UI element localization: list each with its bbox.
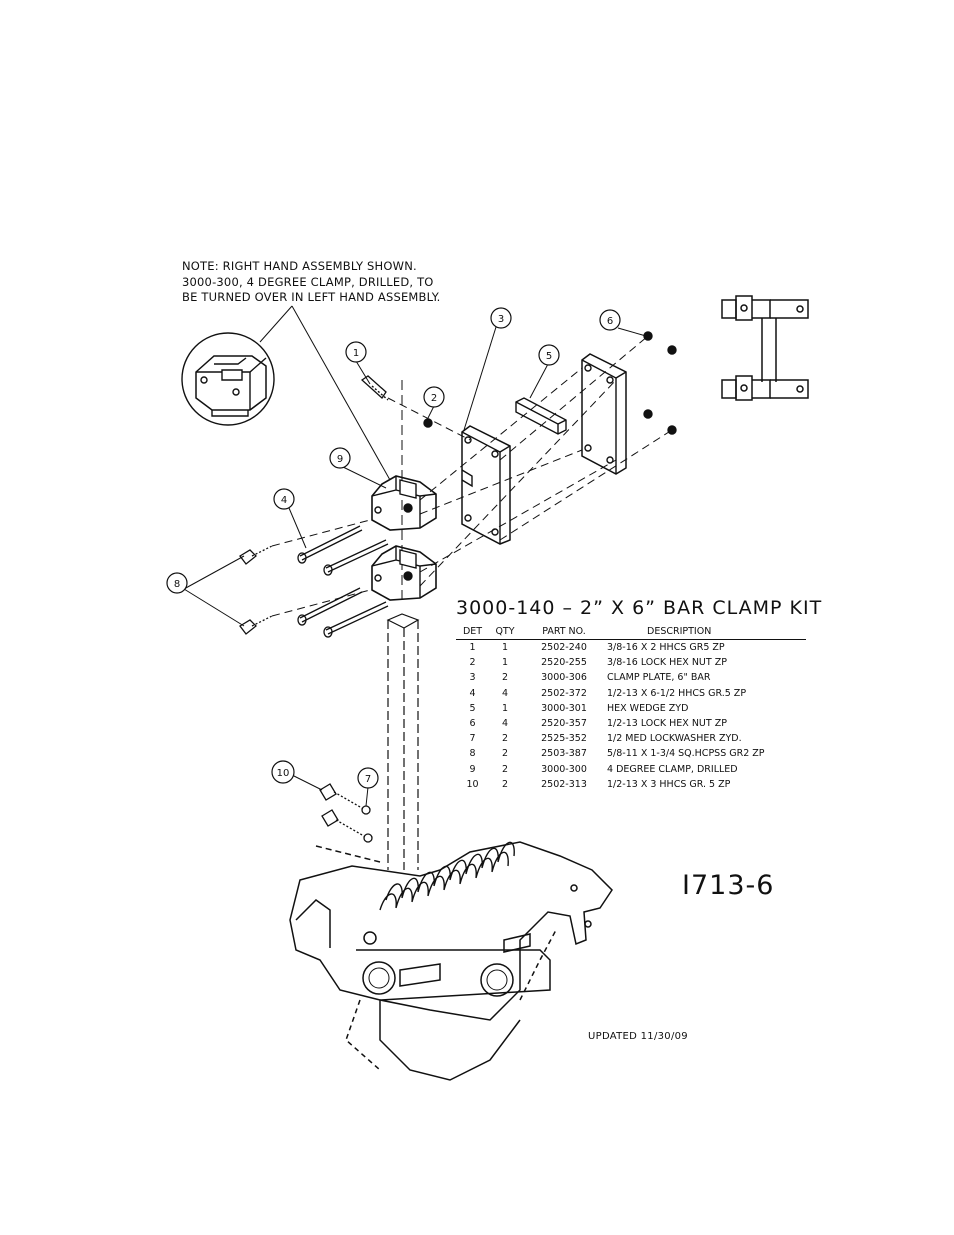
col-header-qty: QTY [489, 626, 521, 640]
balloon-9: 9 [337, 454, 343, 465]
note-leader [259, 305, 293, 343]
bolt-1 [360, 375, 389, 401]
hex-wedge [515, 397, 567, 435]
clamp-plate-front [461, 425, 511, 545]
cell-qty: 2 [501, 778, 509, 790]
table-row: 6 4 2520-357 1/2-13 LOCK HEX NUT ZP [456, 716, 806, 731]
cell-description: 4 DEGREE CLAMP, DRILLED [607, 763, 738, 775]
long-bolts [297, 525, 389, 638]
balloon-leaders [183, 326, 647, 807]
square-head-bolts [239, 545, 273, 635]
table-row: 8 2 2503-387 5/8-11 X 1-3/4 SQ.HCPSS GR2 ZP [456, 746, 806, 761]
cell-det: 8 [469, 748, 476, 760]
hex-nut-2 [423, 418, 433, 428]
table-row: 3 2 3000-306 CLAMP PLATE, 6" BAR [456, 670, 806, 685]
table-row: 2 1 2520-255 3/8-16 LOCK HEX NUT ZP [456, 655, 806, 670]
cell-description: CLAMP PLATE, 6" BAR [607, 672, 711, 684]
drawing-number: I713-6 [682, 870, 775, 901]
cell-det: 9 [469, 763, 476, 775]
cell-det: 10 [466, 778, 479, 790]
kit-title: 3000-140 – 2” X 6” BAR CLAMP KIT [456, 597, 823, 619]
clamp-lower [371, 545, 437, 601]
cell-part-no: 2503-387 [541, 748, 587, 760]
cell-qty: 2 [501, 733, 509, 745]
cell-det: 5 [469, 702, 476, 714]
col-header-part-no: PART NO. [521, 626, 607, 640]
parts-table: DET QTY PART NO. DESCRIPTION 1 1 2502-240 3… [456, 626, 806, 792]
cell-description: HEX WEDGE ZYD [607, 702, 689, 714]
cell-det: 3 [469, 672, 476, 684]
note-line: 3000-300, 4 DEGREE CLAMP, DRILLED, TO [182, 274, 434, 289]
cell-part-no: 2502-240 [541, 642, 587, 654]
col-header-det: DET [456, 626, 489, 640]
note-line: BE TURNED OVER IN LEFT HAND ASSEMBLY. [182, 290, 441, 304]
note-line: NOTE: RIGHT HAND ASSEMBLY SHOWN. [182, 259, 417, 273]
balloon-6: 6 [607, 316, 613, 327]
assembly-note: NOTE: RIGHT HAND ASSEMBLY SHOWN. 3000-30… [182, 259, 440, 306]
table-row: 10 2 2502-313 1/2-13 X 3 HHCS GR. 5 ZP [456, 777, 806, 792]
balloons [166, 307, 621, 789]
cell-description: 1/2-13 X 3 HHCS GR. 5 ZP [607, 778, 731, 790]
cell-det: 4 [469, 687, 476, 699]
row-unit-assembly [289, 841, 613, 1081]
cell-part-no: 3000-301 [541, 702, 587, 714]
updated-date: UPDATED 11/30/09 [588, 1031, 688, 1042]
cell-description: 1/2-13 X 6-1/2 HHCS GR.5 ZP [607, 687, 747, 699]
tool-bar [386, 613, 420, 870]
col-header-description: DESCRIPTION [607, 626, 806, 640]
balloon-3: 3 [498, 314, 504, 325]
cell-description: 3/8-16 LOCK HEX NUT ZP [607, 657, 727, 669]
balloon-10: 10 [277, 768, 290, 779]
cell-det: 6 [469, 718, 476, 730]
balloon-1: 1 [353, 348, 359, 359]
table-row: 4 4 2502-372 1/2-13 X 6-1/2 HHCS GR.5 ZP [456, 686, 806, 701]
parts-table-header: DET QTY PART NO. DESCRIPTION [456, 626, 806, 640]
cell-part-no: 3000-300 [541, 763, 587, 775]
cell-description: 5/8-11 X 1-3/4 SQ.HCPSS GR2 ZP [607, 748, 765, 760]
cell-description: 1/2 MED LOCKWASHER ZYD. [607, 733, 742, 745]
cell-qty: 2 [501, 672, 509, 684]
clamp-upper [371, 475, 437, 531]
balloon-7: 7 [365, 774, 371, 785]
cell-description: 1/2-13 LOCK HEX NUT ZP [607, 718, 727, 730]
balloon-labels: 1 2 3 4 5 6 7 8 9 10 [174, 314, 613, 785]
table-row: 5 1 3000-301 HEX WEDGE ZYD [456, 701, 806, 716]
cell-part-no: 2502-372 [541, 687, 587, 699]
cell-qty: 1 [501, 642, 509, 654]
cell-part-no: 3000-306 [541, 672, 587, 684]
lower-bolts [319, 783, 373, 843]
balloon-2: 2 [431, 393, 437, 404]
cell-qty: 2 [501, 763, 509, 775]
note-leader [291, 305, 391, 481]
cell-part-no: 2520-357 [541, 718, 587, 730]
cell-det: 2 [469, 657, 476, 669]
cell-det: 7 [469, 733, 476, 745]
table-row: 1 1 2502-240 3/8-16 X 2 HHCS GR5 ZP [456, 640, 806, 656]
cell-description: 3/8-16 X 2 HHCS GR5 ZP [607, 642, 725, 654]
balloon-4: 4 [281, 495, 287, 506]
clamp-detail-view [181, 332, 275, 426]
assembled-side-view [721, 295, 809, 401]
balloon-8: 8 [174, 579, 180, 590]
table-row: 9 2 3000-300 4 DEGREE CLAMP, DRILLED [456, 762, 806, 777]
cell-qty: 4 [501, 718, 509, 730]
cell-part-no: 2525-352 [541, 733, 587, 745]
balloon-5: 5 [546, 351, 552, 362]
cell-part-no: 2502-313 [541, 778, 587, 790]
spring [379, 841, 515, 911]
cell-part-no: 2520-255 [541, 657, 587, 669]
parts-table-body: 1 1 2502-240 3/8-16 X 2 HHCS GR5 ZP 2 1 2520-2… [456, 640, 806, 792]
cell-qty: 4 [501, 687, 509, 699]
cell-qty: 1 [501, 702, 509, 714]
cell-qty: 1 [501, 657, 509, 669]
lock-nuts [643, 331, 677, 435]
cell-det: 1 [469, 642, 476, 654]
clamp-plate-back [581, 353, 627, 475]
table-row: 7 2 2525-352 1/2 MED LOCKWASHER ZYD. [456, 731, 806, 746]
explode-lines [271, 335, 673, 617]
cell-qty: 2 [501, 748, 509, 760]
